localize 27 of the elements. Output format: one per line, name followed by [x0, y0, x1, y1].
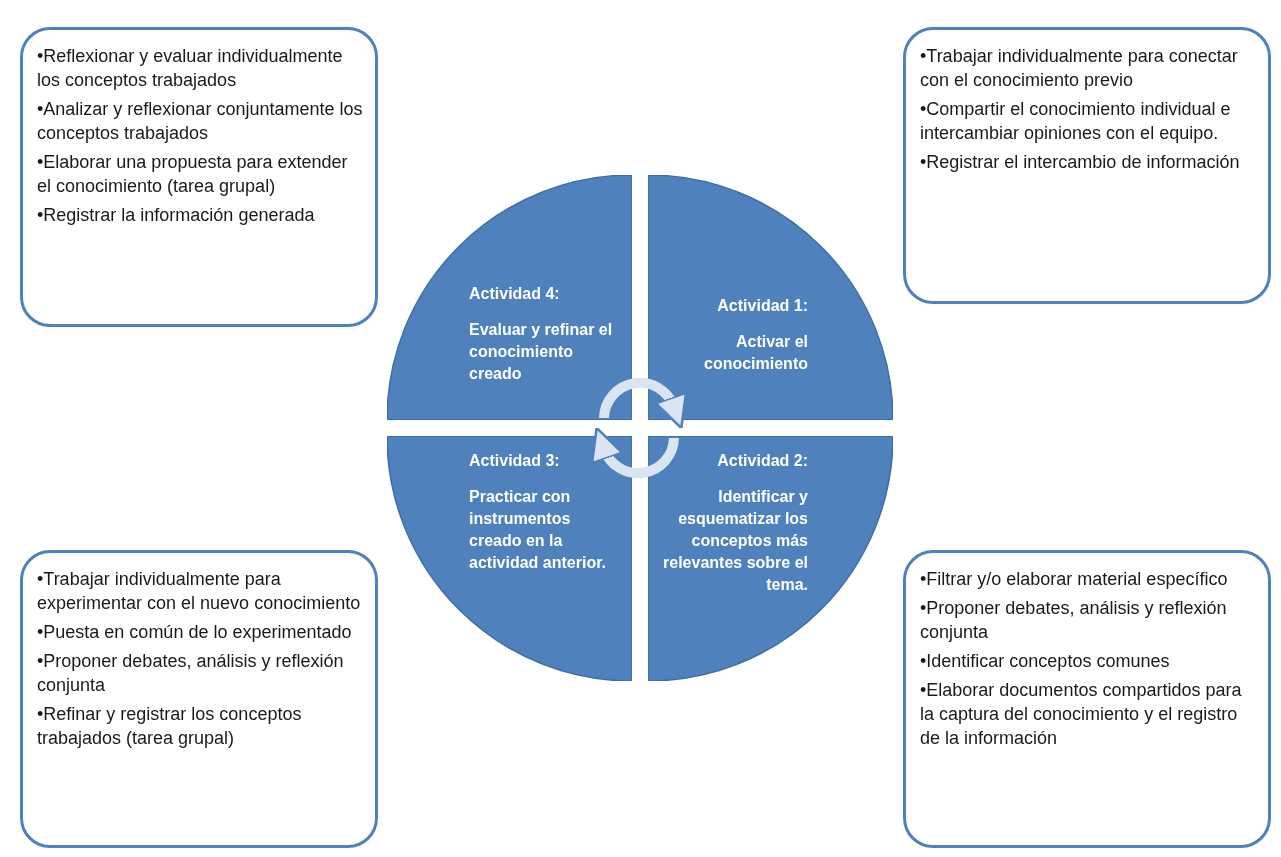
activity-text: Activar el conocimiento: [703, 332, 808, 374]
activity-heading: Actividad 1:: [716, 296, 808, 316]
bullet-item: •Elaborar una propuesta para extender el conocimiento (tarea grupal): [37, 151, 349, 198]
note-box: [903, 550, 1271, 848]
bullet-item: •Proponer debates, análisis y reflexión conjunta: [920, 597, 1228, 644]
bullet-item: •Refinar y registrar los conceptos trabajados (tarea grupal): [37, 703, 303, 750]
activity-heading: Actividad 3:: [469, 451, 561, 471]
activity-text: Evaluar y refinar el conocimiento creado: [469, 320, 614, 384]
bullet-item: •Analizar y reflexionar conjuntamente los conceptos trabajados: [37, 98, 363, 145]
bullet-item: •Elaborar documentos compartidos para la captura del conocimiento y el registro de la información: [920, 679, 1243, 750]
bullet-item: •Proponer debates, análisis y reflexión conjunta: [37, 650, 345, 697]
activity-text: Practicar con instrumentos creado en la actividad anterior.: [469, 487, 607, 573]
note-box: [20, 550, 378, 848]
bullet-item: •Trabajar individualmente para experimentar con el nuevo conocimiento: [37, 568, 362, 615]
bullet-item: •Compartir el conocimiento individual e intercambiar opiniones con el equipo.: [920, 98, 1232, 145]
activity-text: Identificar y esquematizar los conceptos más relevantes sobre el tema.: [662, 487, 808, 595]
bullet-item: •Registrar el intercambio de información: [920, 151, 1241, 174]
bullet-item: •Trabajar individualmente para conectar con el conocimiento previo: [920, 45, 1239, 92]
note-box: [20, 27, 378, 327]
note-box: [903, 27, 1271, 304]
bullet-item: •Puesta en común de lo experimentado: [37, 621, 353, 644]
activity-heading: Actividad 4:: [469, 284, 561, 304]
bullet-item: •Reflexionar y evaluar individualmente los conceptos trabajados: [37, 45, 344, 92]
bullet-item: •Filtrar y/o elaborar material específico: [920, 568, 1229, 591]
bullet-item: •Identificar conceptos comunes: [920, 650, 1171, 673]
activity-heading: Actividad 2:: [716, 451, 808, 471]
bullet-item: •Registrar la información generada: [37, 204, 316, 227]
